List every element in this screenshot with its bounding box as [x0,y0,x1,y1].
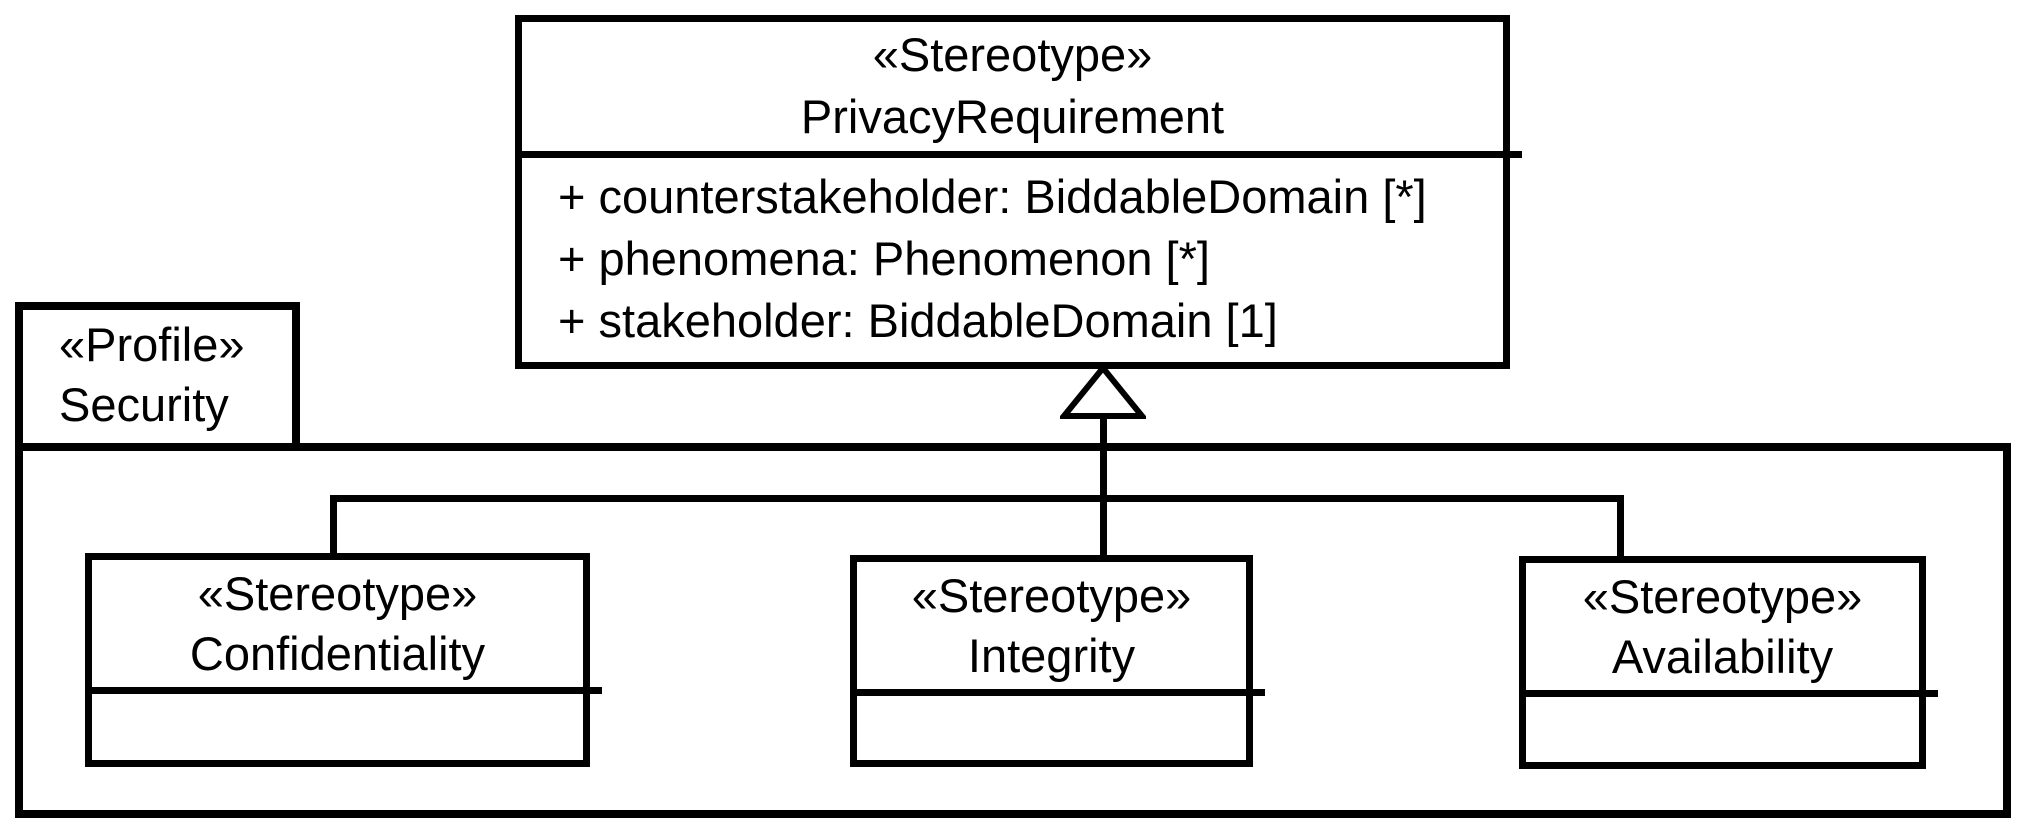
class-title-compartment: «Stereotype» Confidentiality [92,560,583,684]
class-name: Confidentiality [189,627,486,680]
class-title-compartment: «Stereotype» PrivacyRequirement [522,22,1503,148]
empty-compartment [857,696,1246,760]
compartment-divider [850,689,1265,696]
compartment-divider [85,687,602,694]
class-name: Availability [1611,630,1834,683]
profile-stereotype-label: «Profile» [59,318,245,371]
generalization-branch-line [330,495,1624,502]
connector-stub-availability [1617,495,1624,563]
class-name: Integrity [967,629,1136,682]
generalization-trunk-line [1100,412,1107,562]
stereotype-keyword: «Stereotype» [911,569,1192,622]
attributes-compartment: + counterstakeholder: BiddableDomain [*]… [522,158,1503,352]
stereotype-keyword: «Stereotype» [872,28,1153,81]
profile-package-tab: «Profile» Security [15,302,300,443]
attribute-stakeholder: + stakeholder: BiddableDomain [1] [558,294,1278,347]
attribute-phenomena: + phenomena: Phenomenon [*] [558,232,1210,285]
profile-name-label: Security [59,378,229,431]
class-name: PrivacyRequirement [800,90,1225,143]
class-title-compartment: «Stereotype» Availability [1526,563,1919,687]
attribute-counterstakeholder: + counterstakeholder: BiddableDomain [*] [558,170,1427,223]
class-privacyrequirement: «Stereotype» PrivacyRequirement + counte… [515,15,1522,369]
class-title-compartment: «Stereotype» Integrity [857,562,1246,686]
class-confidentiality: «Stereotype» Confidentiality [85,553,602,767]
generalization-arrowhead-icon [1060,364,1146,419]
connector-stub-confidentiality [330,495,337,560]
compartment-divider [1519,690,1938,697]
stereotype-keyword: «Stereotype» [197,567,478,620]
class-integrity: «Stereotype» Integrity [850,555,1265,767]
stereotype-keyword: «Stereotype» [1582,570,1863,623]
class-availability: «Stereotype» Availability [1519,556,1938,769]
compartment-divider [515,151,1522,158]
empty-compartment [92,694,583,760]
empty-compartment [1526,697,1919,762]
